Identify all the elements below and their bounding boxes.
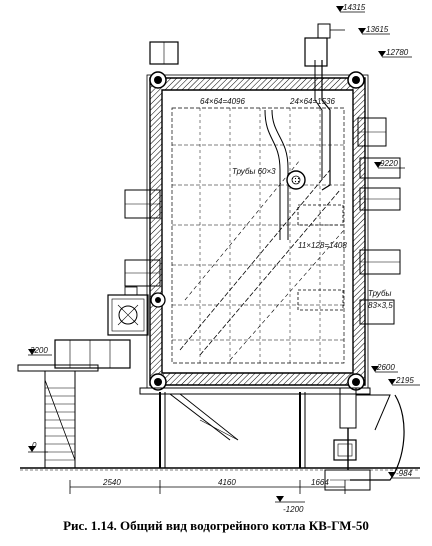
air-duct [54,339,131,369]
elev-minus-1200: -1200 [283,505,304,514]
elev-14315: 14315 [343,3,366,12]
tubes-top-right-label: 24×64=1536 [289,97,335,106]
corner-collectors [149,71,365,391]
burner [107,286,149,336]
elev-2195: 2195 [395,376,414,385]
figure-caption: Рис. 1.14. Общий вид водогрейного котла … [63,518,369,533]
tube-bank [171,107,345,364]
tubes-top-left-label: 64×64=4096 [200,97,245,106]
elev-12780: 12780 [386,48,409,57]
tubes-83-label: Трубы [368,289,391,298]
elev-3200: 3200 [30,346,48,355]
boiler-drawing: 14315 13615 12780 9220 3200 2600 2195 0 … [17,3,420,514]
tubes-83-size: 83×3,5 [368,301,393,310]
tubes-60x3-label: Трубы 60×3 [232,167,276,176]
dim-2540: 2540 [102,478,121,487]
top-pipes [149,23,345,67]
elev-0: 0 [32,441,37,450]
ground-line [20,467,420,471]
dim-4160: 4160 [218,478,236,487]
inner-header [286,60,344,311]
furnace-insulation [146,74,369,389]
support-structure [139,387,371,468]
elev-13615: 13615 [366,25,389,34]
tubes-mid-label: 11×128=1408 [298,241,347,250]
elev-9220: 9220 [380,159,398,168]
dimension-lines [69,480,346,494]
elev-minus-984: -984 [396,469,413,478]
drain-piping [324,387,405,491]
elev-2600: 2600 [376,363,395,372]
left-staircase [17,364,99,468]
elevation-markers [28,6,420,503]
dim-1664: 1664 [311,478,329,487]
